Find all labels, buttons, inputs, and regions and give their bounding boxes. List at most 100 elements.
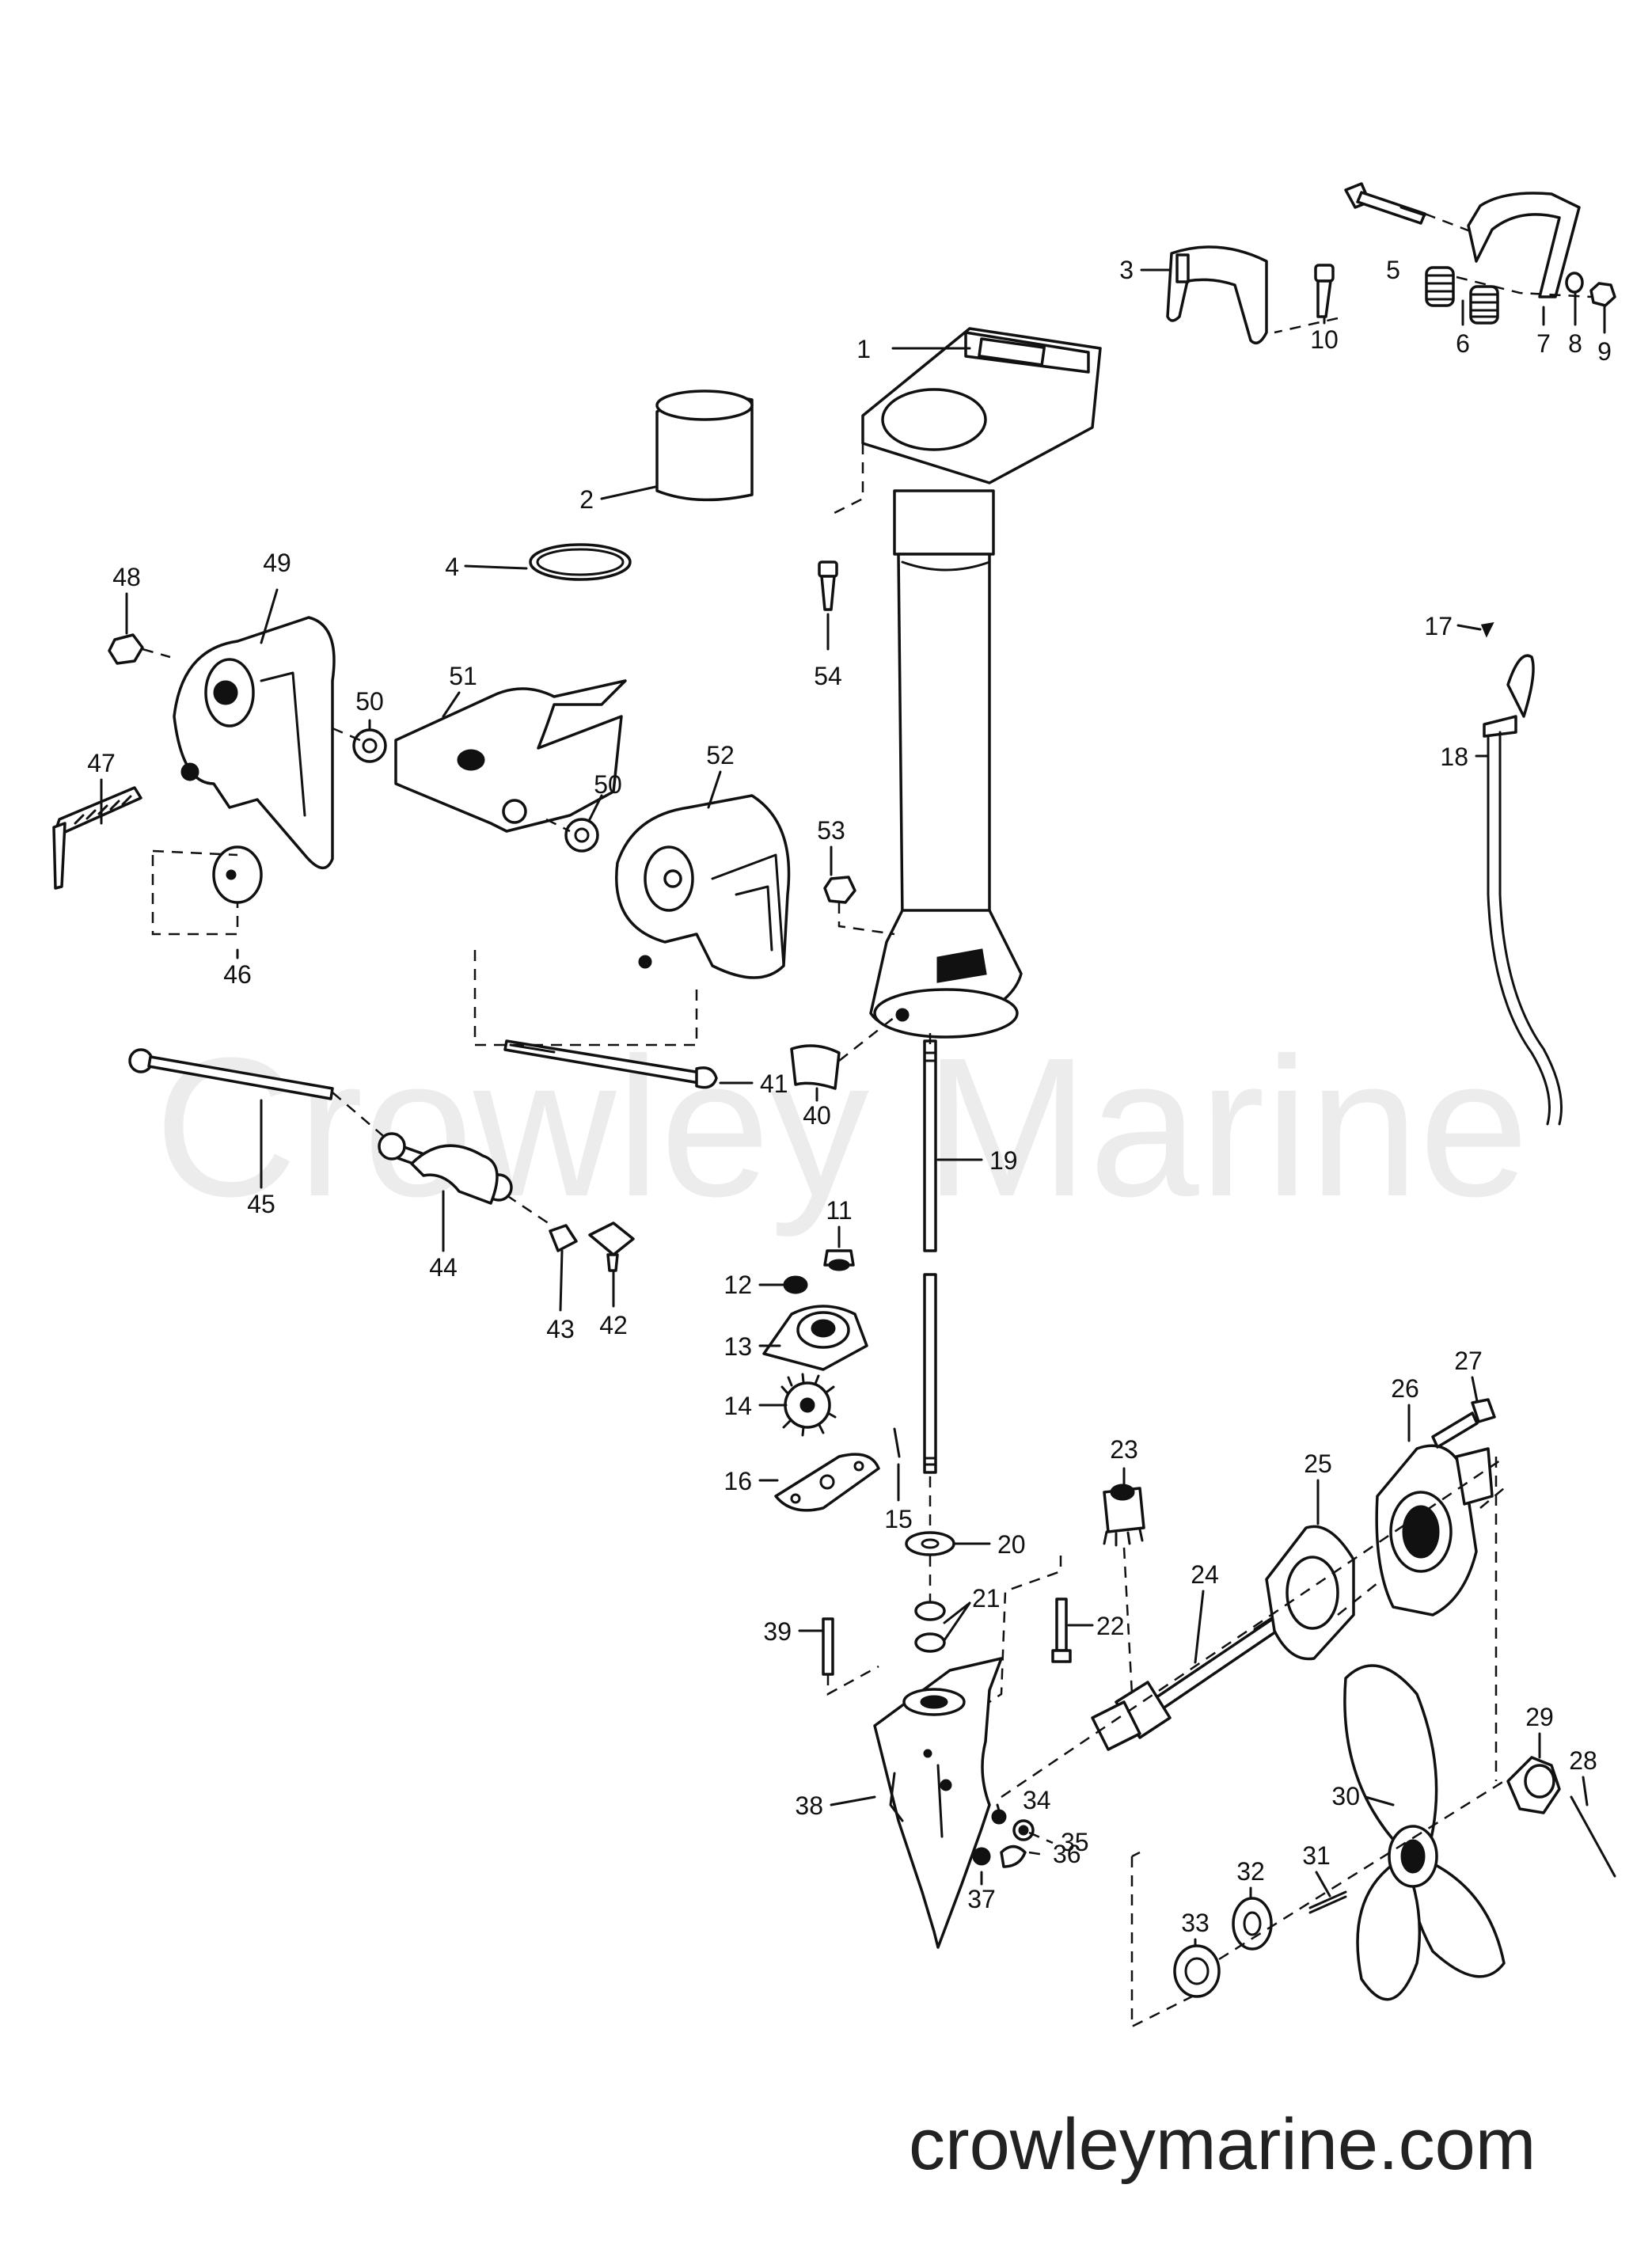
watermark-text: Crowley Marine	[154, 1016, 1529, 1237]
callout-8: 8	[1568, 329, 1582, 358]
callout-17: 17	[1424, 612, 1453, 640]
callout-32: 32	[1236, 1857, 1265, 1886]
clamp-u-strap	[1467, 192, 1581, 298]
part-21-seals	[914, 1601, 946, 1653]
part-39-stud	[822, 1617, 834, 1676]
callout-35: 35	[1061, 1828, 1089, 1856]
part-40-bushing	[790, 1044, 841, 1090]
callout-36: 36	[1053, 1840, 1081, 1868]
part-53-nut	[823, 876, 856, 904]
callout-24: 24	[1191, 1560, 1219, 1589]
part-54-bolt	[818, 560, 838, 611]
callout-4: 4	[445, 553, 459, 581]
part-23-pinion-gear	[1103, 1484, 1145, 1547]
part-52-clamp-bracket	[615, 794, 791, 979]
part-15-key	[893, 1427, 901, 1458]
callout-29: 29	[1525, 1703, 1554, 1731]
part-8-washer	[1565, 272, 1584, 294]
part-27-screw	[1431, 1398, 1496, 1449]
part-41-bolt	[503, 1039, 718, 1089]
callout-26: 26	[1391, 1374, 1419, 1403]
callout-28: 28	[1569, 1746, 1597, 1775]
part-12-seal	[783, 1275, 808, 1294]
callout-22: 22	[1096, 1612, 1125, 1640]
part-45-tilt-bolt	[128, 1048, 334, 1100]
part-9-nut	[1589, 282, 1616, 307]
part-3-clamp-half	[1166, 245, 1268, 345]
leader-lines	[100, 268, 1606, 1947]
part-11-grommet	[823, 1249, 855, 1271]
callout-40: 40	[803, 1101, 831, 1130]
callout-21: 21	[972, 1584, 1001, 1613]
part-18-shift-rod	[1483, 654, 1563, 1126]
callout-37: 37	[967, 1885, 996, 1913]
part-20-washer	[905, 1531, 955, 1556]
part-36-screw	[1000, 1844, 1027, 1868]
part-13-pump-housing	[762, 1305, 868, 1371]
callout-18: 18	[1440, 743, 1468, 771]
part-35-screw	[1012, 1819, 1035, 1841]
part-49-clamp-bracket	[173, 616, 336, 869]
callout-34: 34	[1023, 1786, 1051, 1814]
callout-20: 20	[997, 1530, 1026, 1559]
callout-43: 43	[546, 1315, 575, 1343]
callout-39: 39	[763, 1617, 792, 1646]
part-37-seal	[972, 1847, 991, 1866]
callout-9: 9	[1597, 337, 1612, 366]
part-14-impeller	[780, 1373, 837, 1437]
callout-12: 12	[723, 1271, 752, 1299]
part-10-screw	[1314, 264, 1335, 318]
callout-labels: 1 2 3 4 5 6 7 8 9 10 11 12 13 14 15 16 1…	[87, 256, 1612, 1937]
part-51-swivel-bracket	[394, 679, 627, 833]
part-16-pump-plate	[774, 1453, 880, 1512]
part-50-washers	[352, 728, 599, 853]
callout-47: 47	[87, 749, 116, 777]
callout-51: 51	[449, 662, 477, 690]
part-22-screw	[1051, 1597, 1072, 1663]
callout-54: 54	[814, 662, 842, 690]
callout-6: 6	[1456, 329, 1470, 358]
part-2-sleeve	[655, 389, 754, 502]
part-31-shear-pin	[1308, 1890, 1347, 1914]
callout-45: 45	[247, 1190, 275, 1218]
part-48-nut	[108, 633, 144, 665]
part-47-clamp-screw	[52, 786, 142, 890]
part-5-bolt	[1344, 182, 1426, 225]
part-25-gasket	[1265, 1525, 1355, 1661]
callout-44: 44	[429, 1253, 458, 1282]
callout-50-lower: 50	[594, 770, 622, 799]
part-1-driveshaft-housing	[861, 327, 1102, 1039]
callout-1: 1	[856, 335, 871, 363]
callout-11: 11	[826, 1196, 852, 1225]
assembly-dashed-lines	[142, 212, 1592, 2029]
part-19-driveshaft	[923, 1039, 937, 1474]
part-6-springs	[1425, 266, 1499, 325]
callout-23: 23	[1110, 1435, 1138, 1464]
callout-25: 25	[1304, 1449, 1332, 1478]
callout-53: 53	[817, 816, 845, 845]
callout-50-upper: 50	[355, 687, 384, 716]
callout-13: 13	[723, 1332, 752, 1361]
callout-2: 2	[579, 485, 594, 514]
website-url: crowleymarine.com	[909, 2104, 1536, 2185]
part-33-thrust-washer	[1173, 1944, 1221, 1998]
part-26-bearing-carrier	[1375, 1444, 1494, 1616]
callout-27: 27	[1454, 1347, 1483, 1375]
callout-16: 16	[723, 1467, 752, 1495]
callout-49: 49	[263, 549, 291, 577]
part-34-seal	[991, 1809, 1007, 1825]
callout-7: 7	[1536, 329, 1551, 358]
part-43-latch	[549, 1224, 578, 1252]
callout-5: 5	[1386, 256, 1400, 284]
part-30-propeller	[1343, 1664, 1506, 2001]
callout-33: 33	[1181, 1909, 1210, 1937]
callout-10: 10	[1310, 325, 1339, 354]
callout-38: 38	[795, 1791, 823, 1820]
part-28-cotter-pin	[1570, 1795, 1616, 1878]
callout-19: 19	[989, 1146, 1018, 1175]
callout-30: 30	[1331, 1782, 1360, 1810]
part-44-tilt-lever	[378, 1132, 513, 1205]
part-38-gearcase	[873, 1657, 1003, 1949]
